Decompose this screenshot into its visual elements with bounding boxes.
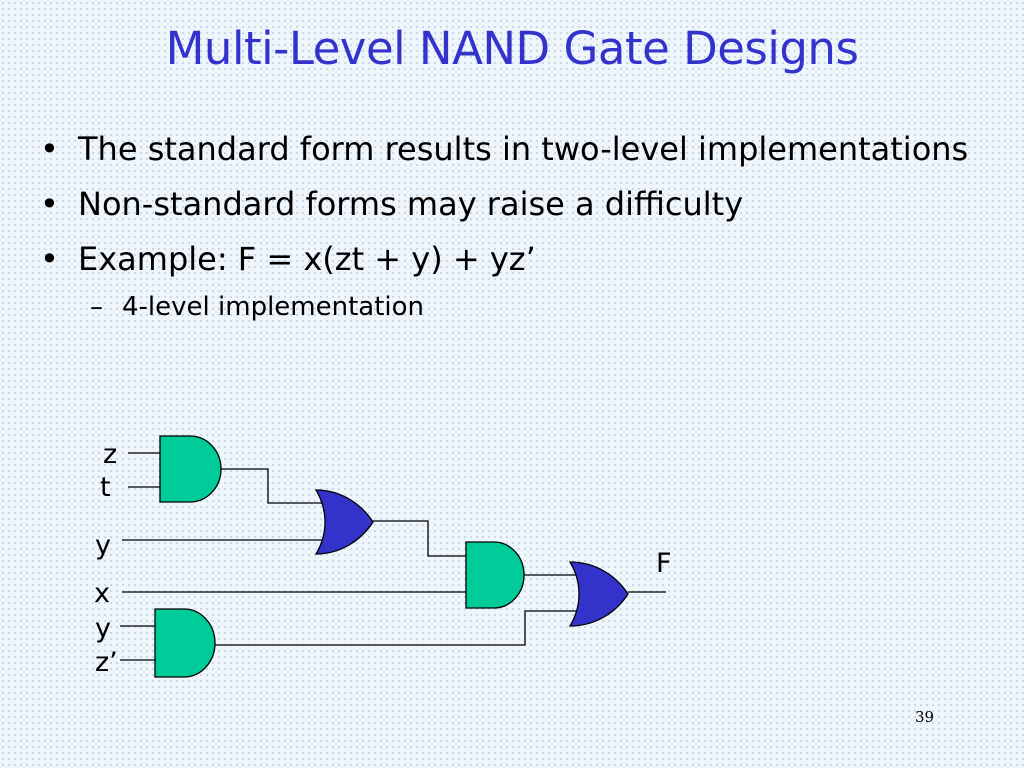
input-label-x: x (94, 578, 110, 609)
bullet-text: The standard form results in two-level i… (78, 130, 969, 168)
bullet-marker: • (40, 240, 59, 278)
page-number: 39 (915, 708, 935, 726)
or-gate-2 (568, 561, 629, 627)
slide-title: Multi-Level NAND Gate Designs (165, 22, 859, 75)
bullet-item: • Non-standard forms may raise a difficu… (40, 183, 1000, 225)
or-gate-1 (314, 489, 374, 555)
input-label-y2: y (95, 613, 111, 644)
wires (120, 452, 666, 661)
input-label-y1: y (95, 530, 111, 561)
wire-or1-out (373, 520, 466, 557)
bullet-item: • The standard form results in two-level… (40, 128, 1000, 170)
input-label-t: t (100, 472, 111, 503)
input-label-z: z (103, 439, 117, 470)
sub-bullet-text: 4-level implementation (122, 292, 425, 322)
and-gate-1 (159, 435, 222, 503)
bullet-marker: • (40, 185, 59, 223)
bullet-item: • Example: F = x(zt + y) + yz’ (40, 238, 1000, 280)
bullet-list: • The standard form results in two-level… (40, 128, 1000, 325)
sub-bullet-item: – 4-level implementation (40, 289, 1000, 325)
and-gate-3 (154, 608, 216, 678)
bullet-text: Non-standard forms may raise a difficult… (78, 185, 744, 223)
sub-bullet-marker: – (90, 292, 103, 322)
and-gate-2 (465, 541, 525, 609)
input-label-zp: z’ (95, 647, 118, 678)
bullet-text: Example: F = x(zt + y) + yz’ (78, 240, 536, 278)
wire-and3-out (215, 610, 580, 646)
output-label-f: F (656, 548, 672, 579)
bullet-marker: • (40, 130, 59, 168)
wire-and1-out (221, 468, 330, 504)
